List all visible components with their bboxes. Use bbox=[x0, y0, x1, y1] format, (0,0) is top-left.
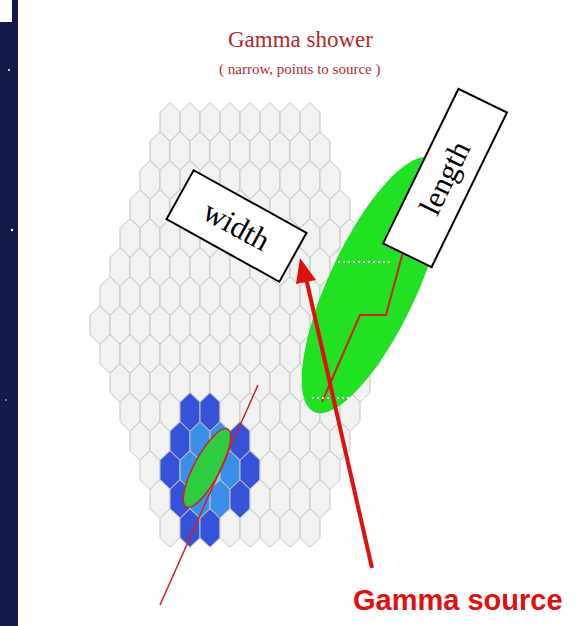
width-guide bbox=[338, 261, 392, 263]
diagram-title: Gamma shower bbox=[228, 27, 373, 53]
pixel-hex bbox=[280, 509, 300, 548]
pixel-hex bbox=[300, 509, 320, 548]
pixel-hex bbox=[260, 509, 280, 548]
pointer-arrow bbox=[296, 258, 372, 568]
star bbox=[5, 399, 7, 401]
shower-axis bbox=[160, 385, 258, 605]
star bbox=[11, 229, 13, 231]
width-guide bbox=[312, 397, 368, 399]
box-text: length bbox=[412, 135, 478, 220]
pixel-hex bbox=[240, 509, 260, 548]
subtitle: ( narrow, points to source ) bbox=[219, 61, 380, 78]
small-shower bbox=[160, 385, 258, 605]
pixel-hex bbox=[220, 509, 240, 548]
arrow-head bbox=[296, 258, 316, 284]
pixel-hex bbox=[160, 509, 180, 548]
arrow-shaft bbox=[306, 278, 372, 568]
pixel-hex bbox=[200, 509, 220, 548]
slide-tab bbox=[0, 0, 12, 22]
pixel-hex bbox=[180, 509, 200, 548]
box-text: width bbox=[197, 193, 276, 259]
space-strip bbox=[0, 0, 18, 626]
width-box: width bbox=[165, 169, 308, 283]
source-label: Gamma source bbox=[353, 584, 563, 617]
length-box: length bbox=[382, 88, 509, 269]
star bbox=[8, 69, 10, 71]
